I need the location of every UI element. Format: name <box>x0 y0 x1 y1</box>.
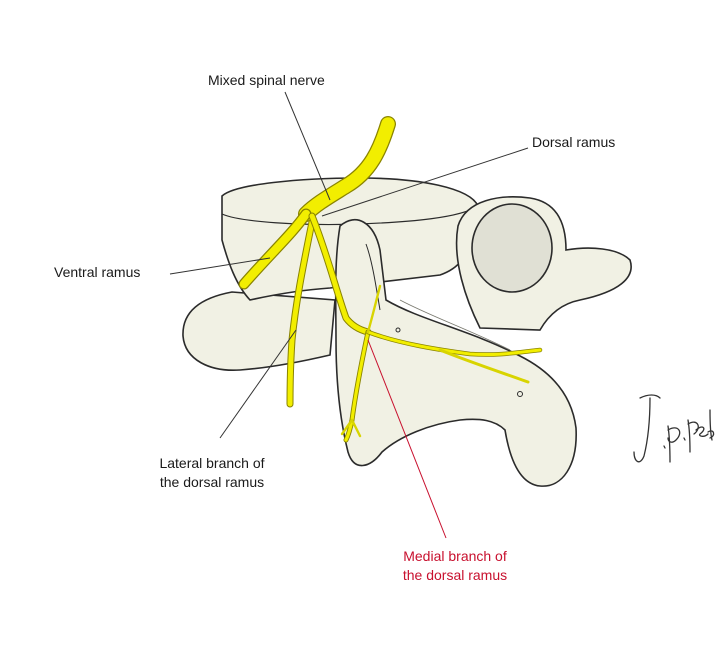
label-ventral-ramus: Ventral ramus <box>54 264 141 280</box>
leader-dorsal-ramus <box>321 147 529 217</box>
ventral-ramus-fill <box>239 209 311 289</box>
bone-pore <box>395 327 401 333</box>
label-mixed-spinal-nerve: Mixed spinal nerve <box>208 72 325 88</box>
nerve-group <box>238 116 543 443</box>
lamina-fold <box>399 299 511 351</box>
label-dorsal-ramus: Dorsal ramus <box>532 134 616 150</box>
leader-lateral-branch <box>219 329 297 439</box>
artist-signature <box>633 394 715 463</box>
bone-pore <box>517 391 523 397</box>
dorsal-ramus-fill <box>309 213 371 335</box>
leader-mixed-spinal-nerve <box>284 91 331 201</box>
label-lateral-branch: Lateral branch of the dorsal ramus <box>159 455 265 490</box>
articular-branch-fill <box>366 330 542 357</box>
leader-lines <box>169 91 529 539</box>
leader-ventral-ramus <box>169 257 271 275</box>
medial-branch-twig <box>340 418 354 436</box>
mixed-spinal-nerve-fill <box>299 117 395 221</box>
articular-branch-upper <box>366 284 382 334</box>
medial-branch-twig <box>350 418 362 438</box>
label-medial-branch: Medial branch of the dorsal ramus <box>402 548 508 583</box>
articular-branch-lower <box>438 348 530 384</box>
superior-articular-facet <box>471 203 553 293</box>
leader-medial-branch <box>367 339 447 539</box>
lateral-branch-fill <box>287 219 315 407</box>
transverse-process-left <box>182 291 336 371</box>
pars-crease <box>365 243 381 311</box>
